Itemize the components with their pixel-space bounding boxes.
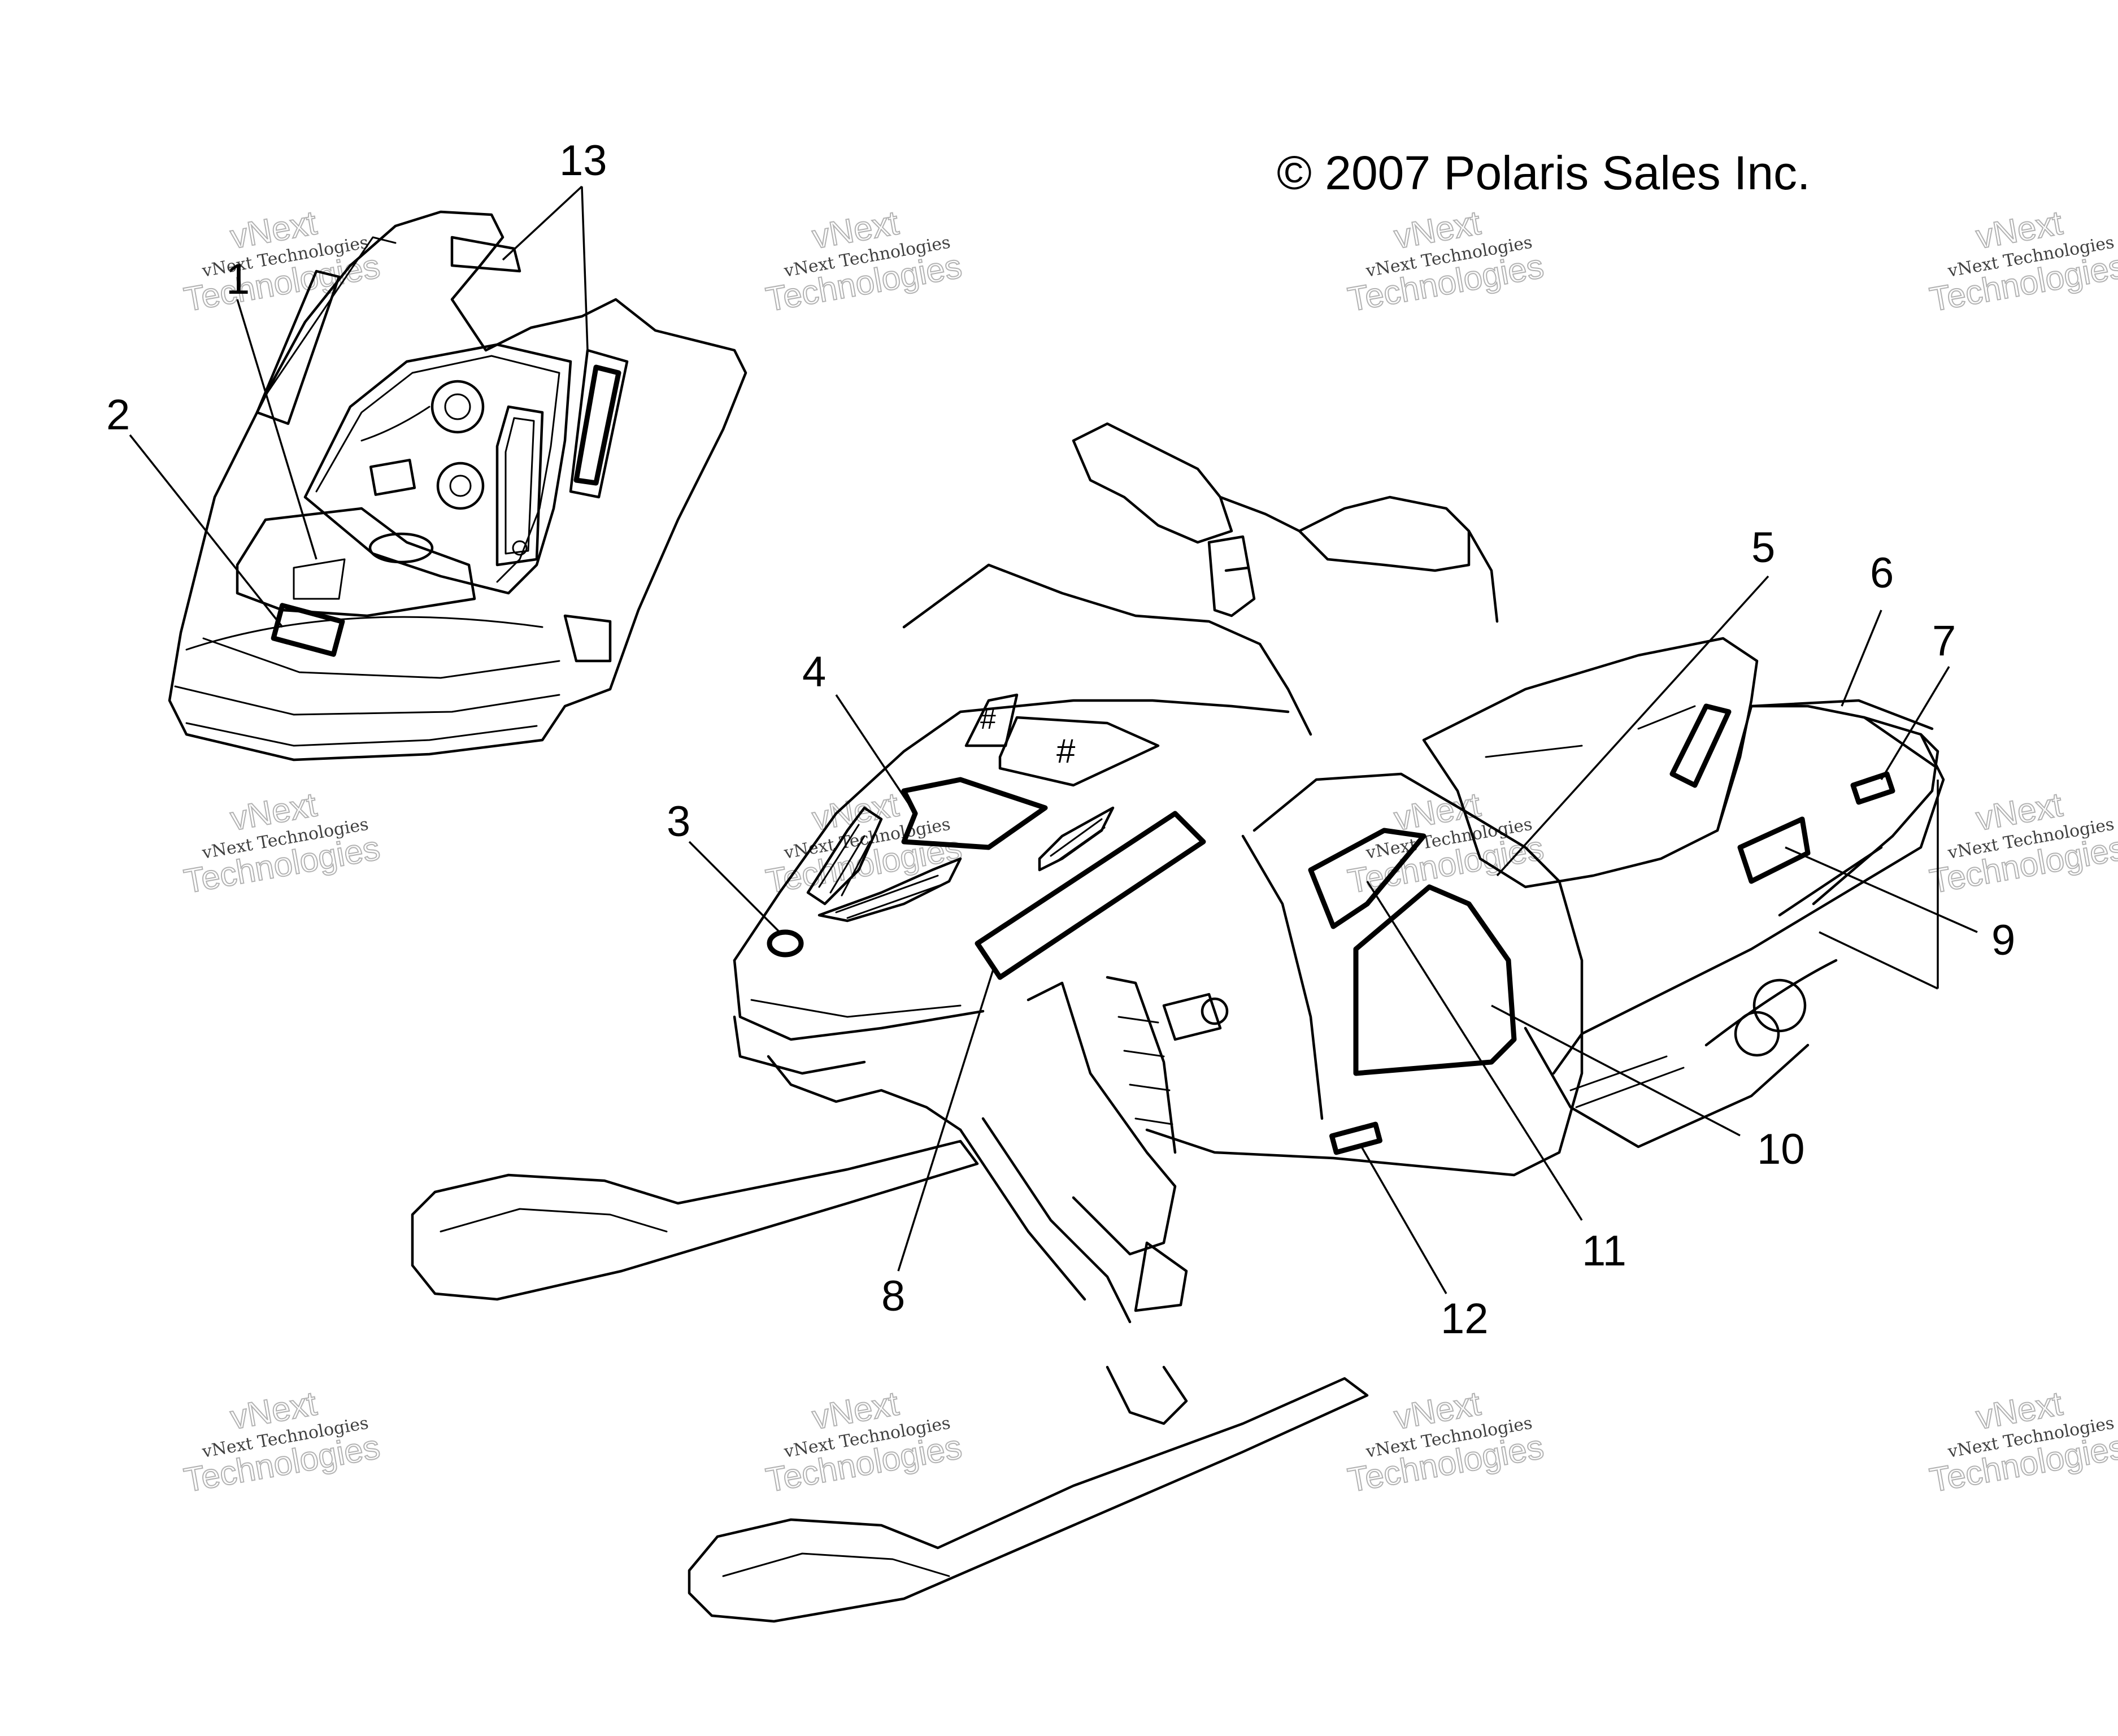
watermark: vNext vNext Technologies Technologies <box>763 203 966 319</box>
copyright-text: © 2007 Polaris Sales Inc. <box>1277 146 1810 199</box>
watermark: vNext vNext Technologies Technologies <box>1926 203 2118 319</box>
callout-6: 6 <box>1870 549 1894 597</box>
callout-12: 12 <box>1441 1295 1489 1343</box>
snowmobile-drawing: # # <box>411 422 1945 1623</box>
callout-13: 13 <box>559 137 607 185</box>
watermark: vNext vNext Technologies Technologies <box>1345 1383 1547 1500</box>
watermark: vNext vNext Technologies Technologies <box>763 785 966 901</box>
watermark: vNext vNext Technologies Technologies <box>1345 203 1547 319</box>
callout-4: 4 <box>802 648 826 696</box>
watermark: vNext vNext Technologies Technologies <box>181 785 384 901</box>
watermark-grid: vNext vNext Technologies Technologies vN… <box>181 203 2118 1500</box>
svg-text:#: # <box>1056 732 1076 770</box>
watermark: vNext vNext Technologies Technologies <box>181 203 384 319</box>
console-inset-drawing <box>168 210 747 762</box>
watermark: vNext vNext Technologies Technologies <box>763 1383 966 1500</box>
watermark: vNext vNext Technologies Technologies <box>1926 785 2118 901</box>
callout-5: 5 <box>1751 524 1775 572</box>
callout-1: 1 <box>226 255 250 303</box>
watermark: vNext vNext Technologies Technologies <box>181 1383 384 1500</box>
callout-3: 3 <box>667 798 690 846</box>
callout-9: 9 <box>1991 916 2015 964</box>
callout-11: 11 <box>1582 1227 1626 1275</box>
leader-lines <box>129 185 1978 1294</box>
callout-2: 2 <box>106 391 130 439</box>
callout-7: 7 <box>1932 617 1956 665</box>
callout-8: 8 <box>881 1272 905 1320</box>
callout-10: 10 <box>1757 1125 1805 1173</box>
watermark: vNext vNext Technologies Technologies <box>1926 1383 2118 1500</box>
svg-text:#: # <box>980 703 996 735</box>
callout-labels: 13 1 2 3 4 5 6 7 8 9 10 11 12 <box>106 137 2015 1343</box>
